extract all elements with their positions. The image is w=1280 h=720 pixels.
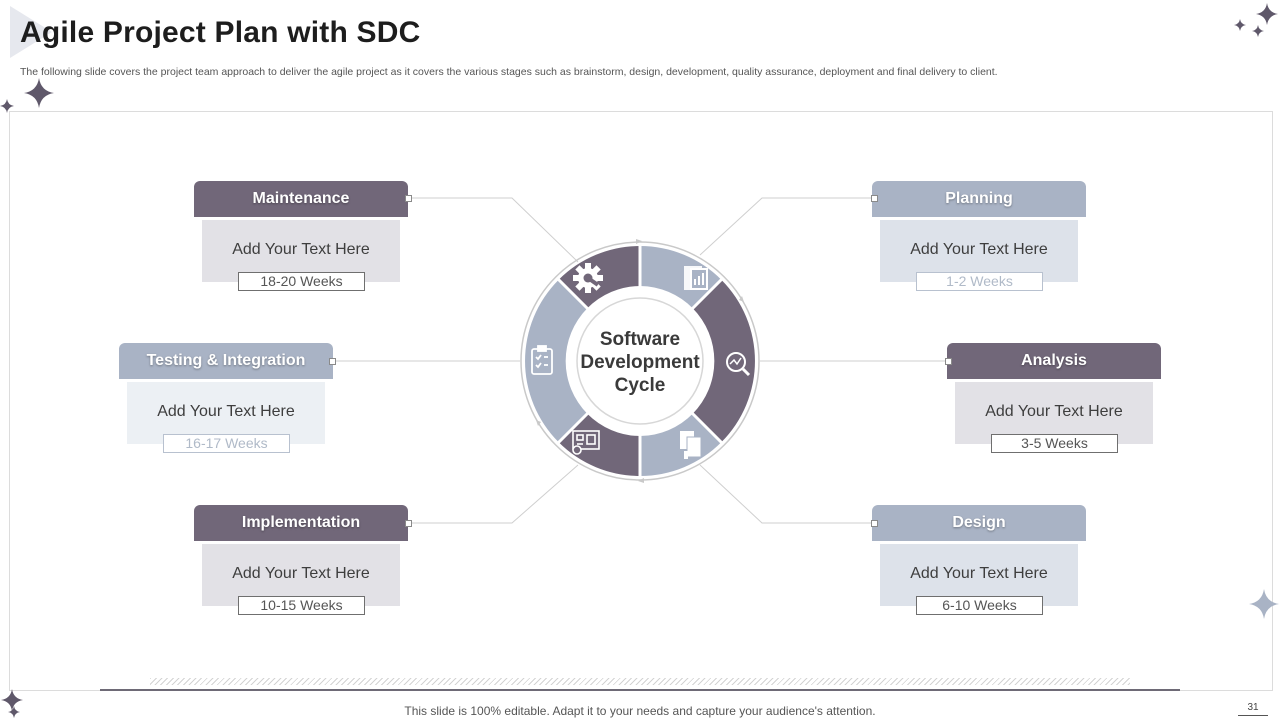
stage-card-planning: Planning Add Your Text Here 1-2 Weeks [872,181,1086,291]
stage-body-planning: Add Your Text Here 1-2 Weeks [880,220,1078,291]
stage-card-maintenance: Maintenance Add Your Text Here 18-20 Wee… [194,181,408,291]
connector-design [699,464,875,524]
connector-implementation [408,464,579,524]
document-chart-icon [684,266,708,290]
stage-header-implementation: Implementation [194,505,408,541]
sparkle-icon [1,689,23,711]
sparkle-icon [0,99,14,113]
connector-node-testing [329,358,336,365]
stage-card-design: Design Add Your Text Here 6-10 Weeks [872,505,1086,615]
center-label-line-2: Development [580,352,700,373]
connector-node-maintenance [405,195,412,202]
gear-icon [573,263,603,293]
stage-text-design: Add Your Text Here [910,565,1048,582]
stage-body-implementation: Add Your Text Here 10-15 Weeks [202,544,400,615]
clipboard-checklist-icon [531,345,553,375]
segment-analysis [692,279,755,443]
center-label-line-3: Cycle [614,375,666,396]
page-title: Agile Project Plan with SDC [20,16,421,49]
center-disk [567,288,713,434]
title-tab-shape [10,6,52,58]
stage-weeks-planning: 1-2 Weeks [916,272,1043,291]
stage-body-design: Add Your Text Here 6-10 Weeks [880,544,1078,615]
stage-text-planning: Add Your Text Here [910,241,1048,258]
sparkle-icon [8,706,20,718]
segment-planning [640,246,722,309]
bottom-hatch-stripe [150,678,1130,685]
connector-node-analysis [945,358,952,365]
stage-weeks-implementation: 10-15 Weeks [238,596,365,615]
stage-weeks-analysis: 3-5 Weeks [991,434,1118,453]
stage-weeks-maintenance: 18-20 Weeks [238,272,365,291]
stage-header-design: Design [872,505,1086,541]
documents-icon [680,431,702,459]
stage-body-analysis: Add Your Text Here 3-5 Weeks [955,382,1153,453]
stage-text-maintenance: Add Your Text Here [232,241,370,258]
stage-card-testing: Testing & Integration Add Your Text Here… [119,343,333,453]
center-label: Software Development Cycle [566,328,714,397]
connector-maintenance [408,197,579,263]
blueprint-icon [572,430,600,455]
stage-weeks-testing: 16-17 Weeks [163,434,290,453]
sparkle-icon [1234,19,1246,31]
stage-header-planning: Planning [872,181,1086,217]
page-subtitle: The following slide covers the project t… [20,66,998,78]
sparkle-icon [1249,589,1279,619]
connector-planning [699,197,875,256]
stage-text-testing: Add Your Text Here [157,403,295,420]
stage-header-maintenance: Maintenance [194,181,408,217]
stage-header-testing: Testing & Integration [119,343,333,379]
stage-text-implementation: Add Your Text Here [232,565,370,582]
center-label-line-1: Software [599,329,681,350]
sparkle-icon [1252,25,1264,37]
stage-body-maintenance: Add Your Text Here 18-20 Weeks [202,220,400,291]
stage-text-analysis: Add Your Text Here [985,403,1123,420]
sparkle-icon [24,78,54,108]
stage-card-analysis: Analysis Add Your Text Here 3-5 Weeks [947,343,1161,453]
sparkle-icon [1256,3,1278,25]
page-number: 31 [1238,702,1268,716]
connector-node-planning [871,195,878,202]
bottom-divider [100,689,1180,691]
footer-note: This slide is 100% editable. Adapt it to… [404,704,876,718]
segment-testing [525,279,588,443]
stage-weeks-design: 6-10 Weeks [916,596,1043,615]
stage-body-testing: Add Your Text Here 16-17 Weeks [127,382,325,453]
magnifier-chart-icon [726,352,751,377]
connector-node-implementation [405,520,412,527]
connector-node-design [871,520,878,527]
stage-card-implementation: Implementation Add Your Text Here 10-15 … [194,505,408,615]
stage-header-analysis: Analysis [947,343,1161,379]
